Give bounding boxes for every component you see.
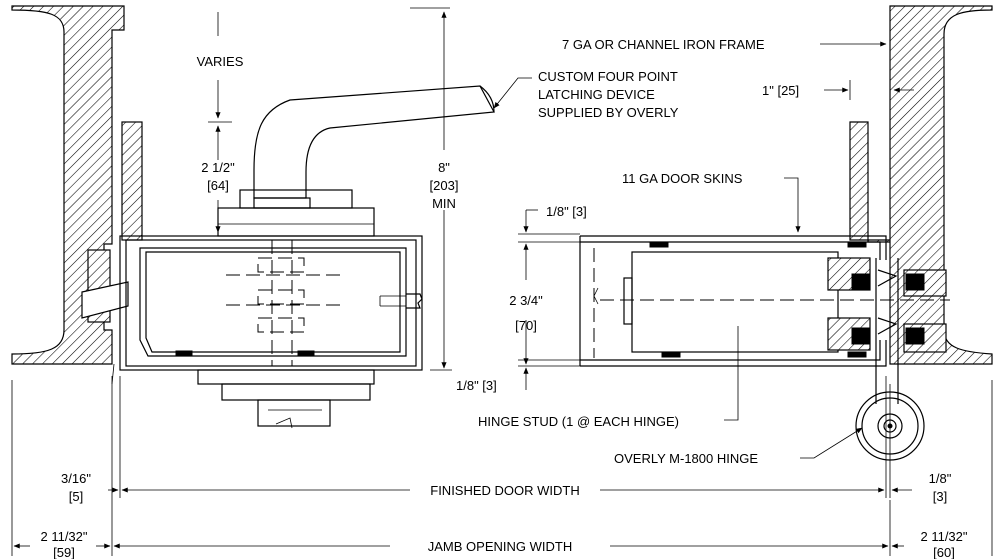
hinge-side-door: [579, 235, 950, 367]
right-jamb-frame: [849, 5, 993, 365]
latch-side-door: [119, 235, 423, 371]
latching-handle: [197, 85, 495, 429]
dimension-lines: [11, 7, 993, 556]
door-thickness-in: 2 3/4": [509, 293, 543, 308]
door-skins-label: 11 GA DOOR SKINS: [622, 171, 743, 186]
annotation-labels: VARIES CUSTOM FOUR POINT LATCHING DEVICE…: [40, 37, 967, 559]
left-gap-mm: [5]: [69, 489, 83, 504]
left-jamb-frame: [11, 5, 143, 385]
right-gap-mm: [3]: [933, 489, 947, 504]
hinge-stud-label: HINGE STUD (1 @ EACH HINGE): [478, 414, 679, 429]
handle-clearance-mm: [64]: [207, 178, 229, 193]
jamb-opening-width-label: JAMB OPENING WIDTH: [428, 539, 572, 554]
right-gap-in: 1/8": [929, 471, 952, 486]
frame-label: 7 GA OR CHANNEL IRON FRAME: [562, 37, 765, 52]
jamb-right-in: 2 11/32": [920, 529, 967, 544]
latch-mechanism-hidden: [226, 240, 344, 366]
door-thickness-mm: [70]: [515, 318, 537, 333]
latch-note-line3: SUPPLIED BY OVERLY: [538, 105, 679, 120]
finished-door-width-label: FINISHED DOOR WIDTH: [430, 483, 580, 498]
jamb-left-mm: [59]: [53, 545, 75, 559]
latch-note-line2: LATCHING DEVICE: [538, 87, 655, 102]
left-gap-in: 3/16": [61, 471, 91, 486]
jamb-right-mm: [60]: [933, 545, 955, 559]
min-height-mm: [203]: [430, 178, 459, 193]
jamb-left-in: 2 11/32": [40, 529, 87, 544]
handle-clearance-in: 2 1/2": [201, 160, 235, 175]
latch-note-line1: CUSTOM FOUR POINT: [538, 69, 678, 84]
min-height-in: 8": [438, 160, 450, 175]
hinge-label: OVERLY M-1800 HINGE: [614, 451, 758, 466]
varies-label: VARIES: [197, 54, 244, 69]
skin-bottom-dimension: 1/8" [3]: [456, 378, 497, 393]
hinge-assembly: [827, 257, 947, 498]
min-height-min: MIN: [432, 196, 456, 211]
skin-top-dimension: 1/8" [3]: [546, 204, 587, 219]
frame-gap-label: 1" [25]: [762, 83, 799, 98]
